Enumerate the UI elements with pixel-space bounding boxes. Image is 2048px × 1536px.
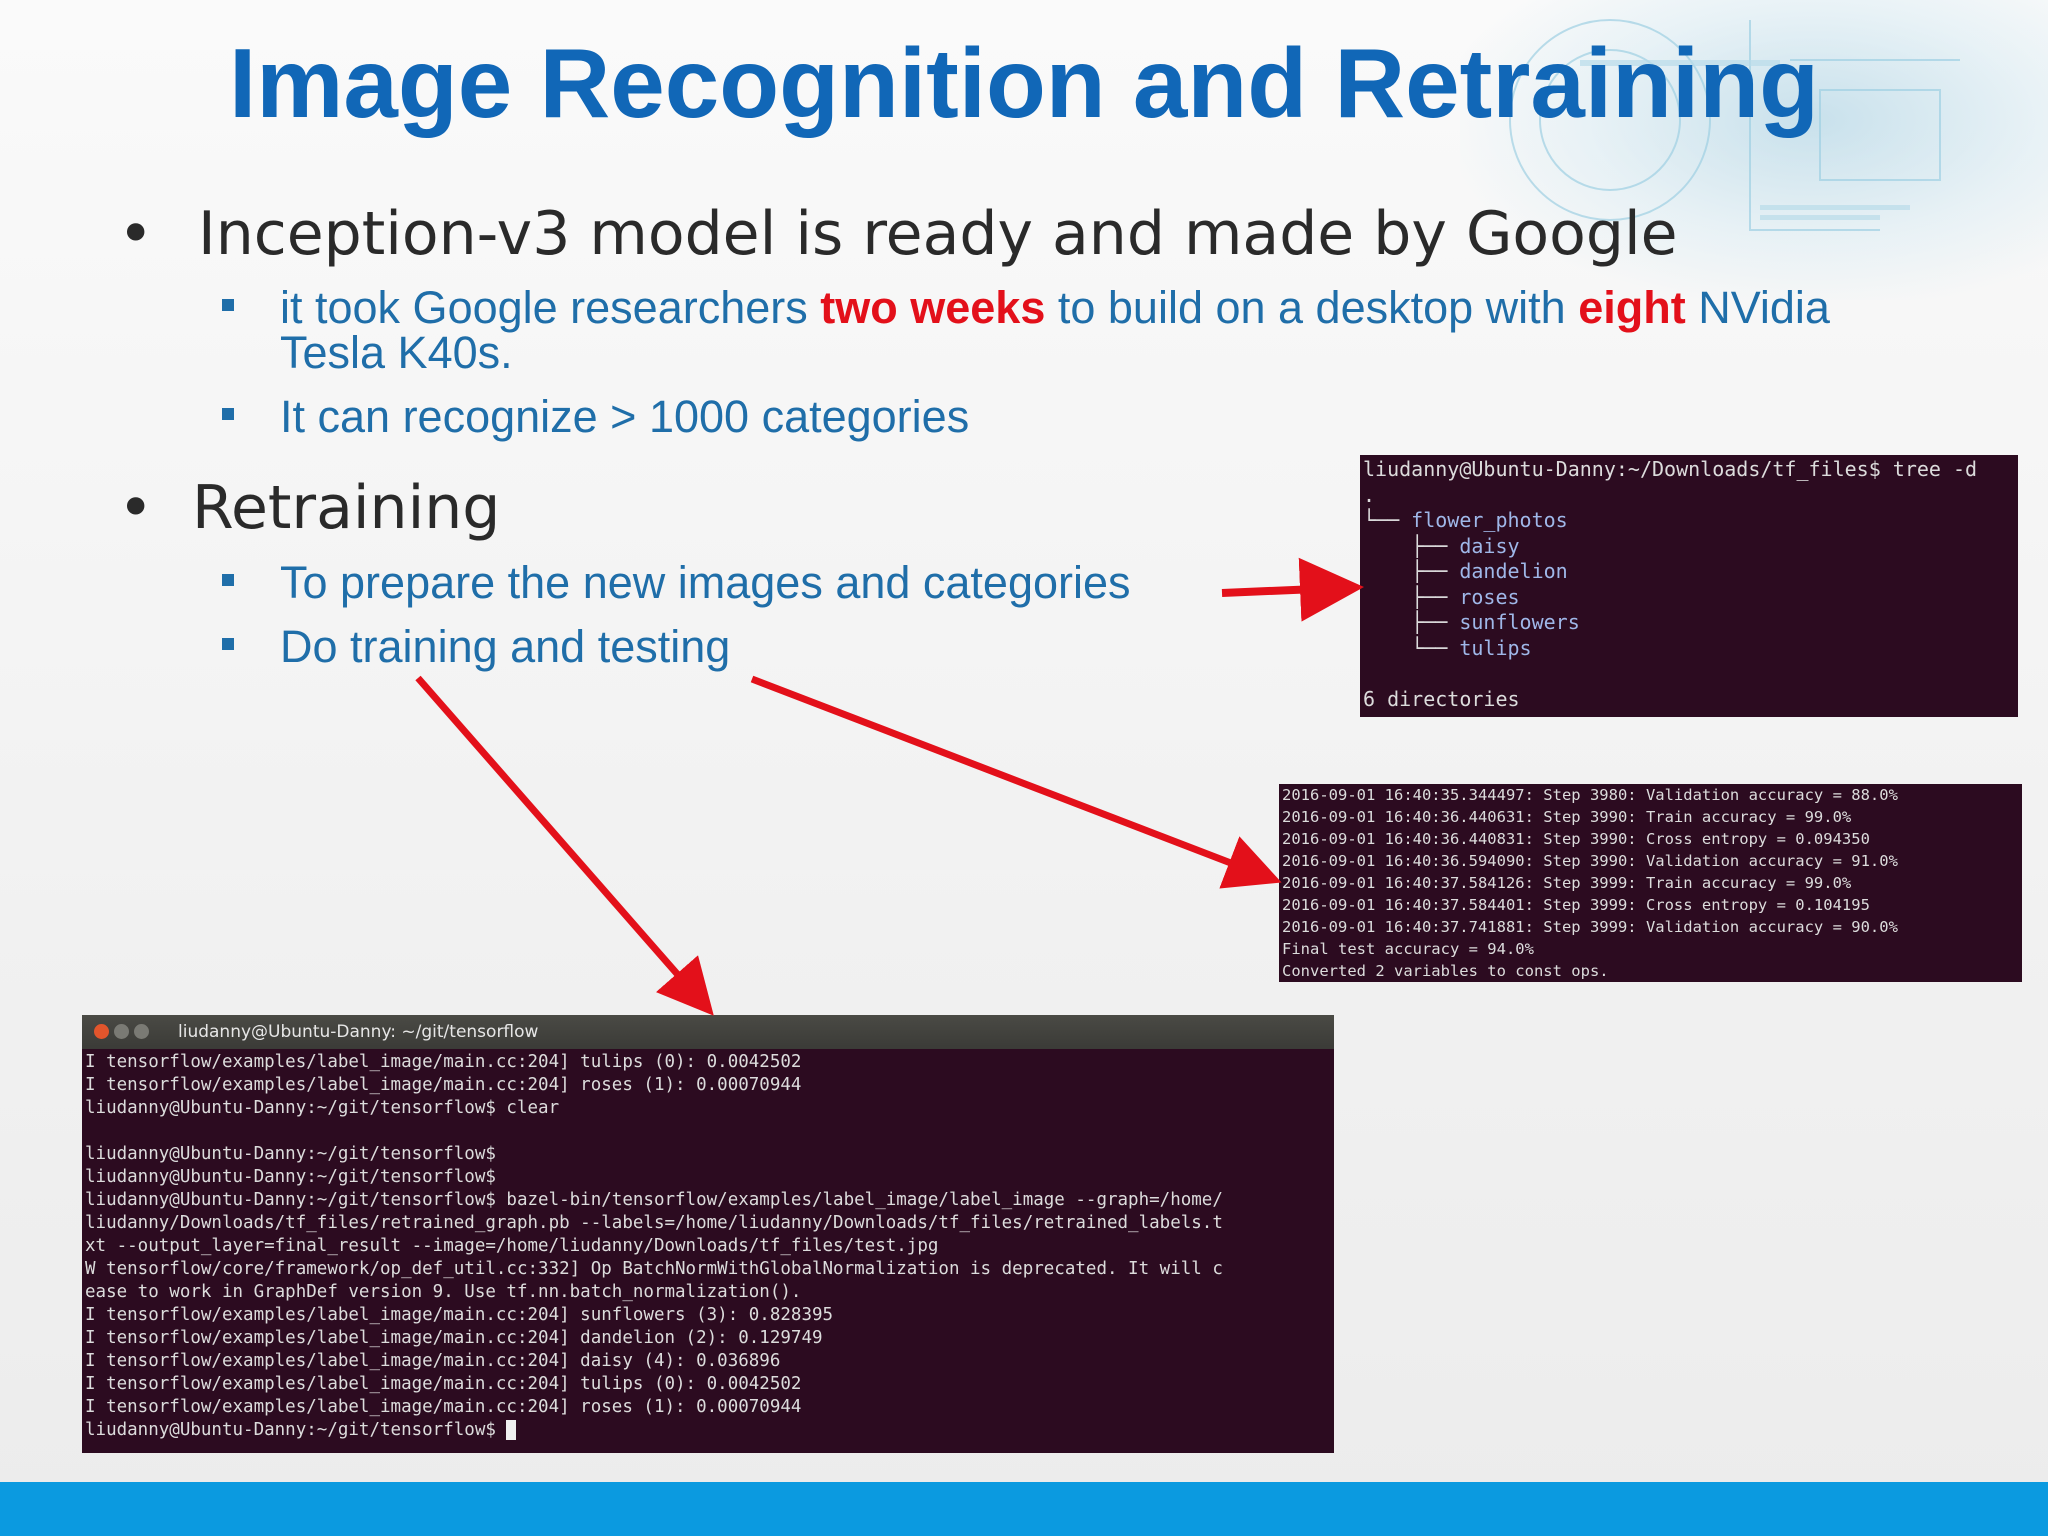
tree-summary: 6 directories <box>1363 686 1520 711</box>
training-log-line: 2016-09-01 16:40:37.584401: Step 3999: C… <box>1282 896 1870 914</box>
training-log-line: Converted 2 variables to const ops. <box>1282 962 1609 980</box>
bullet-retraining-text: Retraining <box>192 473 501 543</box>
tree-command: liudanny@Ubuntu-Danny:~/Downloads/tf_fil… <box>1363 457 1978 481</box>
arrow-to-tree <box>1221 557 1364 622</box>
bullet-retraining: • Retraining <box>118 472 500 544</box>
training-log-line: 2016-09-01 16:40:37.584126: Step 3999: T… <box>1282 874 1852 892</box>
terminal-line: liudanny@Ubuntu-Danny:~/git/tensorflow$ … <box>85 1190 1223 1210</box>
sub-bullet-marker <box>222 299 234 311</box>
tree-folder: └── flower_photos <box>1363 508 1568 532</box>
training-log-line: 2016-09-01 16:40:36.440831: Step 3990: C… <box>1282 830 1870 848</box>
terminal-line: I tensorflow/examples/label_image/main.c… <box>85 1328 823 1348</box>
tree-subfolder: ├── sunflowers <box>1363 610 1580 634</box>
tree-subfolder: └── tulips <box>1363 635 1532 660</box>
terminal-line: ease to work in GraphDef version 9. Use … <box>85 1282 802 1302</box>
sub-bullet-marker <box>222 638 234 650</box>
bullet-dot: • <box>118 473 154 543</box>
terminal-line: liudanny@Ubuntu-Danny:~/git/tensorflow$ <box>85 1144 496 1164</box>
tree-root: . <box>1363 482 1376 507</box>
terminal-titlebar: liudanny@Ubuntu-Danny: ~/git/tensorflow <box>82 1015 1334 1049</box>
terminal-line: I tensorflow/examples/label_image/main.c… <box>85 1397 802 1417</box>
terminal-line: liudanny@Ubuntu-Danny:~/git/tensorflow$ … <box>85 1098 560 1118</box>
terminal-line: liudanny@Ubuntu-Danny:~/git/tensorflow$ <box>85 1167 496 1187</box>
terminal-training-output: 2016-09-01 16:40:35.344497: Step 3980: V… <box>1279 784 2022 982</box>
maximize-icon <box>134 1024 149 1039</box>
terminal-line: I tensorflow/examples/label_image/main.c… <box>85 1052 802 1072</box>
terminal-line: I tensorflow/examples/label_image/main.c… <box>85 1374 802 1394</box>
terminal-cursor <box>506 1420 517 1440</box>
training-log-line: 2016-09-01 16:40:36.594090: Step 3990: V… <box>1282 852 1898 870</box>
highlight-eight: eight <box>1578 282 1686 333</box>
training-log-line: 2016-09-01 16:40:35.344497: Step 3980: V… <box>1282 786 1898 804</box>
terminal-prompt-line: liudanny@Ubuntu-Danny:~/git/tensorflow$ <box>85 1419 1334 1442</box>
terminal-tree-output: liudanny@Ubuntu-Danny:~/Downloads/tf_fil… <box>1360 455 2018 717</box>
arrow-to-main-terminal <box>415 675 714 1016</box>
terminal-line: xt --output_layer=final_result --image=/… <box>85 1236 939 1256</box>
close-icon <box>94 1024 109 1039</box>
terminal-main-body: I tensorflow/examples/label_image/main.c… <box>82 1049 1334 1442</box>
terminal-window-title: liudanny@Ubuntu-Danny: ~/git/tensorflow <box>178 1022 539 1042</box>
bullet-dot: • <box>118 199 154 269</box>
terminal-line: liudanny/Downloads/tf_files/retrained_gr… <box>85 1213 1223 1233</box>
sub-bullet-marker <box>222 408 234 420</box>
slide-title: Image Recognition and Retraining <box>229 28 1819 138</box>
bullet-inception-text: Inception-v3 model is ready and made by … <box>198 199 1678 269</box>
bullet-inception: • Inception-v3 model is ready and made by… <box>118 198 1678 270</box>
highlight-two-weeks: two weeks <box>820 282 1046 333</box>
decorative-tech-graphic <box>1460 0 2048 300</box>
terminal-line: W tensorflow/core/framework/op_def_util.… <box>85 1259 1223 1279</box>
terminal-main-window: liudanny@Ubuntu-Danny: ~/git/tensorflow … <box>82 1015 1334 1453</box>
sub-bullet-training-time-text: it took Google researchers two weeks to … <box>280 282 1830 333</box>
footer-bar <box>0 1482 2048 1536</box>
training-log-line: 2016-09-01 16:40:37.741881: Step 3999: V… <box>1282 918 1898 936</box>
tree-subfolder: ├── roses <box>1363 584 1520 609</box>
training-log-line: Final test accuracy = 94.0% <box>1282 940 1534 958</box>
tree-subfolder: ├── dandelion <box>1363 559 1568 583</box>
tree-subfolder: ├── daisy <box>1363 533 1520 558</box>
minimize-icon <box>114 1024 129 1039</box>
training-log-line: 2016-09-01 16:40:36.440631: Step 3990: T… <box>1282 808 1852 826</box>
arrow-to-training <box>750 675 1282 889</box>
terminal-line: I tensorflow/examples/label_image/main.c… <box>85 1075 802 1095</box>
terminal-line: I tensorflow/examples/label_image/main.c… <box>85 1305 834 1325</box>
sub-bullet-marker <box>222 574 234 586</box>
terminal-line: I tensorflow/examples/label_image/main.c… <box>85 1351 781 1371</box>
